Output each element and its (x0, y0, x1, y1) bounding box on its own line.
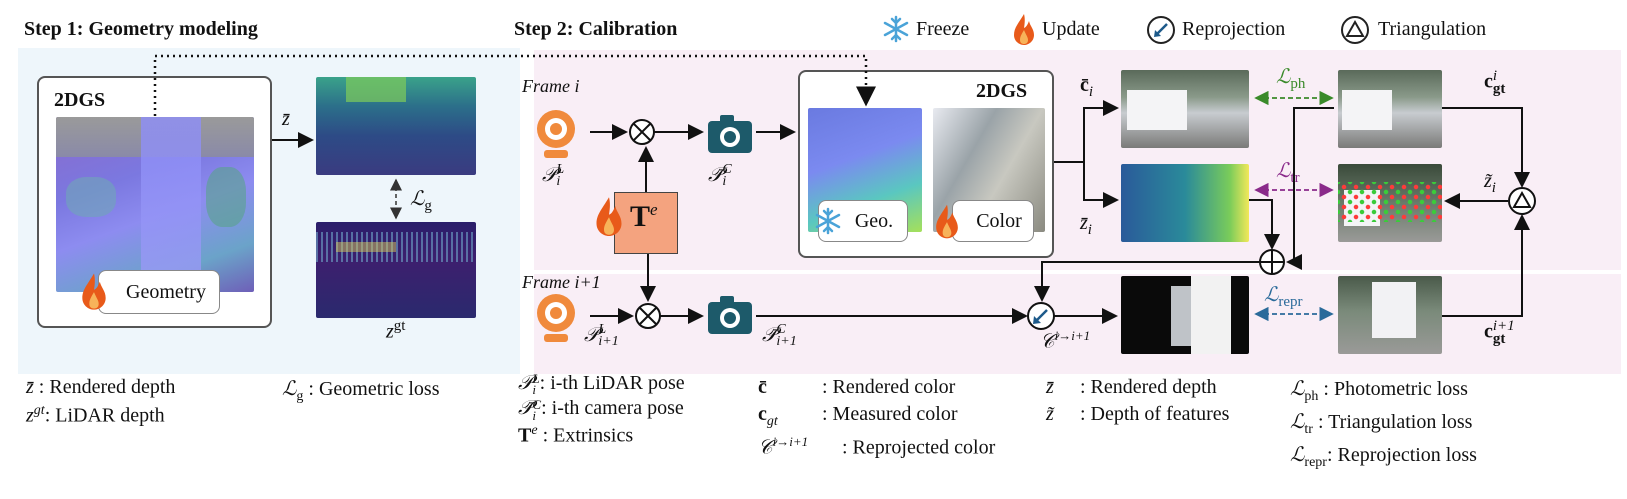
freeze-icon (814, 206, 842, 241)
reprojected-color-image (1121, 276, 1249, 354)
def-rendered-depth-2: z̄: Rendered depth (1046, 376, 1217, 398)
lidar-icon (534, 108, 578, 165)
definitions-col1: z̄ : Rendered depth zgt: LiDAR depth (26, 376, 175, 428)
feature-depth-label: z̃i (1484, 170, 1496, 196)
extrinsics-box (614, 192, 678, 254)
legend-update-label: Update (1042, 18, 1100, 40)
rendered-depth-i-image (1121, 164, 1249, 242)
frame-i-label: Frame i (522, 76, 580, 96)
geometry-pill: Geometry (98, 270, 220, 314)
step1-lg-label: ℒg (410, 188, 432, 214)
lidar-icon (534, 292, 578, 349)
frame-i1-label: Frame i+1 (522, 272, 601, 292)
normal-map-image (56, 117, 254, 292)
def-lidar-depth: zgt: LiDAR depth (26, 403, 165, 427)
reprojection-loss-label: ℒrepr (1264, 284, 1303, 310)
rendered-color-label: c̄i (1080, 74, 1094, 100)
update-icon (934, 202, 960, 245)
freeze-icon (882, 14, 910, 49)
camera-icon (706, 113, 754, 160)
def-reprojected-color: 𝒞i→i+1: Reprojected color (758, 434, 996, 459)
step1-title: Step 1: Geometry modeling (24, 18, 258, 40)
gt-color-i-image (1338, 70, 1442, 148)
def-geometric-loss: ℒg : Geometric loss (282, 378, 440, 404)
reprojection-icon (1146, 15, 1176, 50)
lidar-depth-image (316, 222, 476, 318)
step2-title: Step 2: Calibration (514, 18, 678, 40)
def-feature-depth: z̃: Depth of features (1046, 403, 1230, 425)
update-icon (1012, 12, 1036, 51)
rendered-depth-label: z̄i (1080, 212, 1092, 238)
legend-reprojection-label: Reprojection (1182, 18, 1286, 40)
definitions-col6: ℒph : Photometric loss ℒtr : Triangulati… (1290, 376, 1477, 471)
def-rendered-color: c̄: Rendered color (758, 376, 956, 398)
geo-label: Geo. (854, 209, 894, 232)
definitions-col2: ℒg : Geometric loss (282, 376, 440, 405)
definitions-col4: c̄: Rendered color cgt: Measured color 𝒞… (758, 376, 995, 460)
step1-zbar-label: z̄ (282, 108, 290, 130)
legend-freeze-label: Freeze (916, 18, 970, 40)
def-extrinsics: Te : Extrinsics (518, 422, 634, 447)
update-icon (594, 194, 624, 243)
triangulation-icon (1340, 15, 1370, 50)
rendered-color-image (1121, 70, 1249, 148)
definitions-col5: z̄: Rendered depth z̃: Depth of features (1046, 376, 1229, 426)
step1-2dgs-label: 2DGS (54, 89, 106, 111)
triangulated-features-image (1338, 164, 1442, 242)
def-rendered-depth: z̄ : Rendered depth (26, 376, 176, 398)
step2-2dgs-label: 2DGS (976, 80, 1028, 102)
reprojected-color-label: 𝒞i→i+1 (1040, 328, 1091, 353)
update-icon (80, 270, 108, 317)
camera-icon (706, 294, 754, 341)
color-label: Color (976, 209, 1022, 232)
geo-pill: Geo. (818, 200, 908, 242)
legend-triangulation-label: Triangulation (1378, 18, 1487, 40)
def-photometric-loss: ℒph : Photometric loss (1290, 378, 1468, 404)
def-reprojection-loss: ℒrepr: Reprojection loss (1290, 444, 1477, 470)
gt-color-i1-image (1338, 276, 1442, 354)
step1-zgt-label: zgt (386, 318, 406, 343)
photometric-loss-label: ℒph (1276, 66, 1306, 92)
rendered-depth-image (316, 77, 476, 175)
def-triangulation-loss: ℒtr : Triangulation loss (1290, 411, 1473, 437)
def-measured-color: cgt: Measured color (758, 403, 958, 429)
geometry-label: Geometry (126, 280, 206, 303)
extrinsics-label: Te (630, 200, 658, 233)
